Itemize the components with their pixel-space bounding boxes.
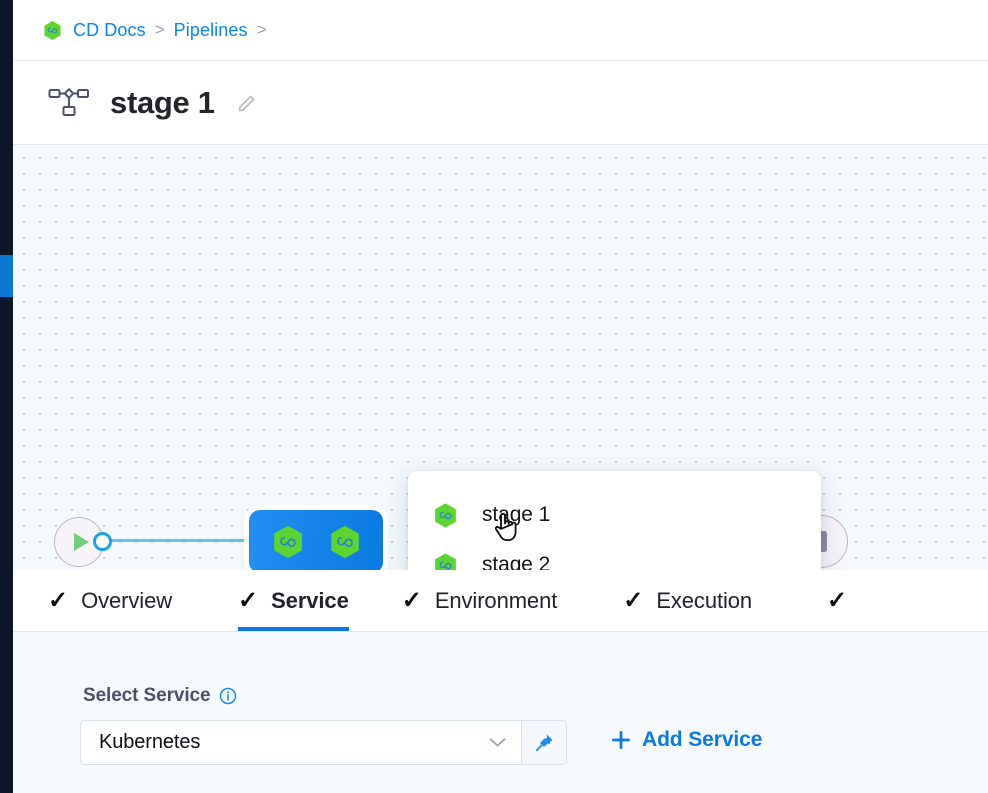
- check-icon: ✓: [401, 586, 422, 614]
- check-icon: ✓: [48, 586, 69, 614]
- tab-execution[interactable]: ✓ Execution: [623, 570, 752, 631]
- pipeline-stage-icon: [48, 87, 89, 116]
- pencil-icon[interactable]: [235, 91, 259, 115]
- info-icon[interactable]: [219, 687, 237, 705]
- chevron-down-icon: [489, 738, 506, 747]
- pipeline-edge: [109, 539, 251, 542]
- tab-service[interactable]: ✓ Service: [238, 570, 349, 631]
- add-service-button[interactable]: Add Service: [611, 728, 762, 752]
- select-service-label-row: Select Service: [83, 685, 237, 707]
- stop-bar-icon: [816, 531, 827, 552]
- service-config-panel: Select Service Kubernetes Add Service: [13, 632, 988, 793]
- pin-icon: [535, 734, 553, 752]
- tab-environment[interactable]: ✓ Environment: [402, 570, 558, 631]
- add-service-label: Add Service: [642, 728, 763, 751]
- check-icon: ✓: [623, 586, 644, 614]
- breadcrumb-link-pipelines[interactable]: Pipelines: [173, 19, 248, 40]
- tab-advanced[interactable]: ✓: [827, 570, 860, 631]
- page-title: stage 1: [110, 84, 215, 120]
- connection-dot[interactable]: [93, 532, 112, 551]
- stage-selector-popup[interactable]: stage 1 stage 2: [408, 471, 821, 570]
- harness-hexagon-icon: [435, 552, 456, 570]
- stage-group-node[interactable]: [249, 510, 383, 570]
- service-dropdown-value: Kubernetes: [99, 731, 201, 753]
- breadcrumb: CD Docs > Pipelines >: [13, 0, 988, 61]
- breadcrumb-separator-icon: >: [154, 20, 165, 39]
- stage-config-tabs: ✓ Overview ✓ Service ✓ Environment ✓ Exe…: [13, 570, 988, 632]
- tab-label: Execution: [656, 587, 753, 613]
- popup-item-label: stage 2: [482, 553, 551, 570]
- pipeline-canvas[interactable]: stage 1 + 1 more stages Add Stage stage …: [13, 145, 988, 570]
- harness-hexagon-icon: [273, 525, 302, 558]
- breadcrumb-link-cd-docs[interactable]: CD Docs: [73, 19, 146, 40]
- pin-service-button[interactable]: [522, 720, 567, 765]
- tab-label: Service: [271, 587, 349, 613]
- tab-label: Overview: [81, 587, 172, 613]
- check-icon: ✓: [238, 586, 259, 614]
- select-service-label: Select Service: [83, 685, 211, 706]
- harness-hexagon-icon: [435, 502, 456, 528]
- left-nav-rail-active-indicator: [0, 255, 13, 297]
- breadcrumb-separator-icon: >: [256, 20, 267, 39]
- tab-label: Environment: [434, 587, 558, 613]
- tab-overview[interactable]: ✓ Overview: [48, 570, 172, 631]
- service-dropdown[interactable]: Kubernetes: [80, 720, 522, 765]
- harness-hexagon-icon: [44, 20, 61, 40]
- select-service-control: Kubernetes: [80, 720, 567, 765]
- popup-item-stage-2[interactable]: stage 2: [408, 540, 821, 570]
- plus-icon: [612, 731, 630, 749]
- page-header: stage 1: [13, 61, 988, 145]
- harness-hexagon-icon: [330, 525, 359, 558]
- popup-item-stage-1[interactable]: stage 1: [408, 490, 821, 540]
- popup-item-label: stage 1: [482, 503, 551, 526]
- left-nav-rail: [0, 0, 13, 793]
- check-icon: ✓: [827, 586, 848, 614]
- play-icon: [73, 533, 89, 551]
